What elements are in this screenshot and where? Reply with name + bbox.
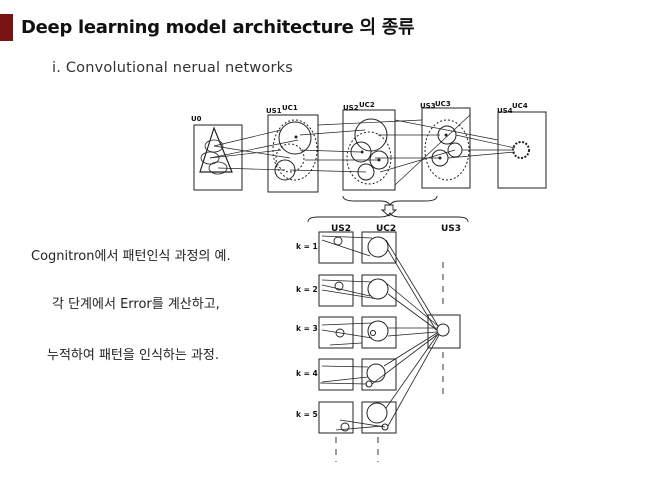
k-label-4: k = 4 (296, 369, 318, 378)
layer-us1-plane (267, 114, 319, 193)
k-label-3: k = 3 (296, 324, 318, 333)
detail-header-2: US3 (441, 224, 461, 234)
slide-subtitle: i. Convolutional nerual networks (52, 60, 294, 76)
us2-box-k3 (318, 316, 354, 349)
body-text-line-2: 각 단계에서 Error를 계산하고, (52, 297, 220, 312)
layer-label-2: UC1 (282, 104, 298, 112)
title-accent-bar (0, 14, 13, 41)
k-label-5: k = 5 (296, 410, 318, 419)
k-label-2: k = 2 (296, 285, 318, 294)
layer-label-1: US1 (266, 107, 282, 115)
detail-header-0: US2 (331, 224, 351, 234)
uc2-box-k3 (361, 316, 397, 349)
uc2-box-k1 (361, 231, 397, 264)
layer-label-8: UC4 (512, 102, 528, 110)
uc2-box-k4 (361, 358, 397, 391)
layer-label-6: UC3 (435, 100, 451, 108)
us2-box-k4 (318, 358, 354, 391)
us3-box (427, 314, 461, 349)
layer-u0-plane (193, 124, 243, 191)
layer-label-7: US4 (497, 107, 513, 115)
uc2-box-k5 (361, 401, 397, 434)
uc2-box-k2 (361, 274, 397, 307)
us2-box-k1 (318, 231, 354, 264)
us2-box-k5 (318, 401, 354, 434)
layer-label-0: U0 (191, 115, 202, 123)
layer-label-4: UC2 (359, 101, 375, 109)
layer-label-3: US2 (343, 104, 359, 112)
detail-header-1: UC2 (376, 224, 396, 234)
slide-title: Deep learning model architecture 의 종류 (21, 17, 415, 38)
layer-label-5: US3 (420, 102, 436, 110)
layer-us2-plane (342, 109, 396, 191)
layer-us3-plane (421, 107, 471, 189)
us2-box-k2 (318, 274, 354, 307)
body-text-line-3: 누적하여 패턴을 인식하는 과정. (47, 348, 220, 363)
k-label-1: k = 1 (296, 242, 318, 251)
body-text-line-1: Cognitron에서 패턴인식 과정의 예. (31, 249, 231, 264)
